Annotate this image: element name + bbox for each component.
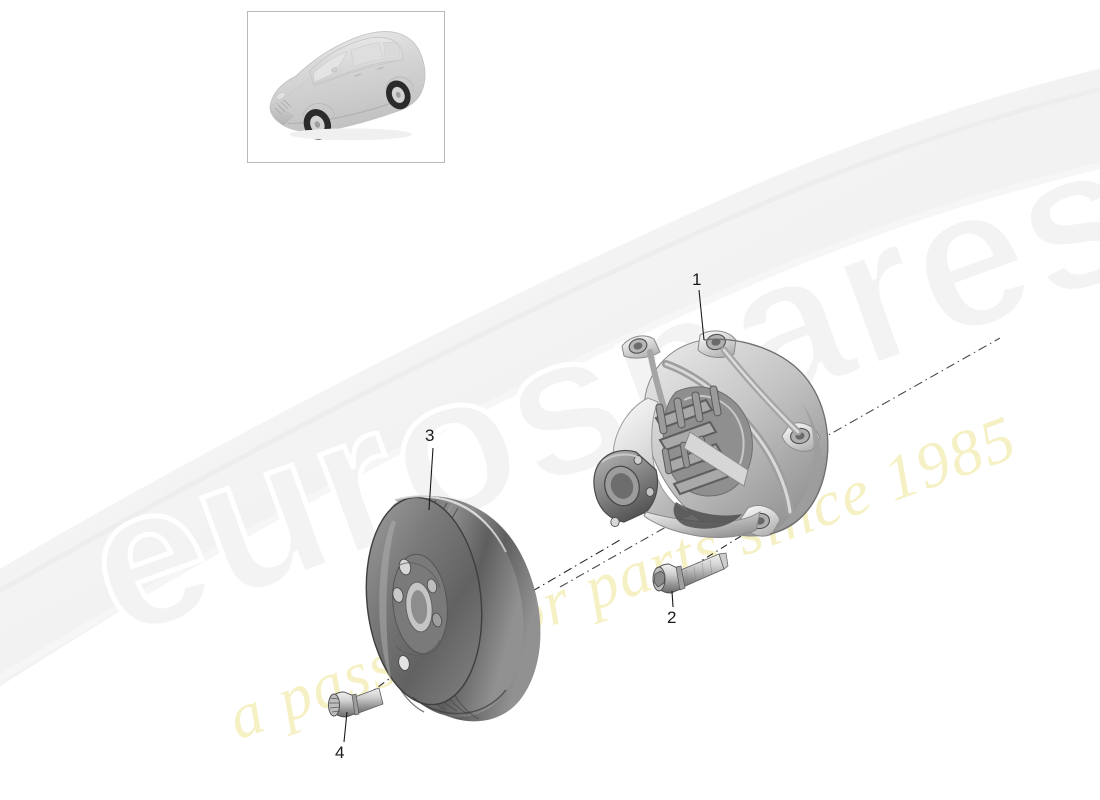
- leader-line-1: [698, 289, 705, 341]
- car-rear-window: [383, 41, 401, 60]
- callout-number-4: 4: [335, 743, 345, 762]
- part-pulley: [365, 495, 541, 722]
- flange-hole-right: [645, 487, 655, 497]
- bolt4-splines: [329, 697, 341, 713]
- car-ground-shadow: [289, 128, 413, 141]
- part-water-pump-housing: [593, 330, 829, 538]
- part-flange-bolt: [652, 552, 729, 594]
- bolt4-flange: [351, 693, 360, 716]
- bolt4-head-face: [328, 693, 340, 717]
- leader-line-2: [671, 590, 674, 608]
- housing-lug-top-left: [621, 335, 661, 359]
- car-side-window: [350, 42, 383, 67]
- vehicle-thumbnail: [247, 11, 445, 163]
- vehicle-illustration: [269, 31, 426, 141]
- callout-number-3: 3: [425, 426, 435, 445]
- callout-number-2: 2: [667, 608, 677, 627]
- callout-number-1: 1: [692, 270, 702, 289]
- pulley-rim-shadow-bottom: [411, 689, 507, 715]
- flange-hole-bottom: [610, 516, 620, 528]
- part-pulley-bolt: [328, 687, 384, 718]
- leader-line-4: [343, 711, 348, 743]
